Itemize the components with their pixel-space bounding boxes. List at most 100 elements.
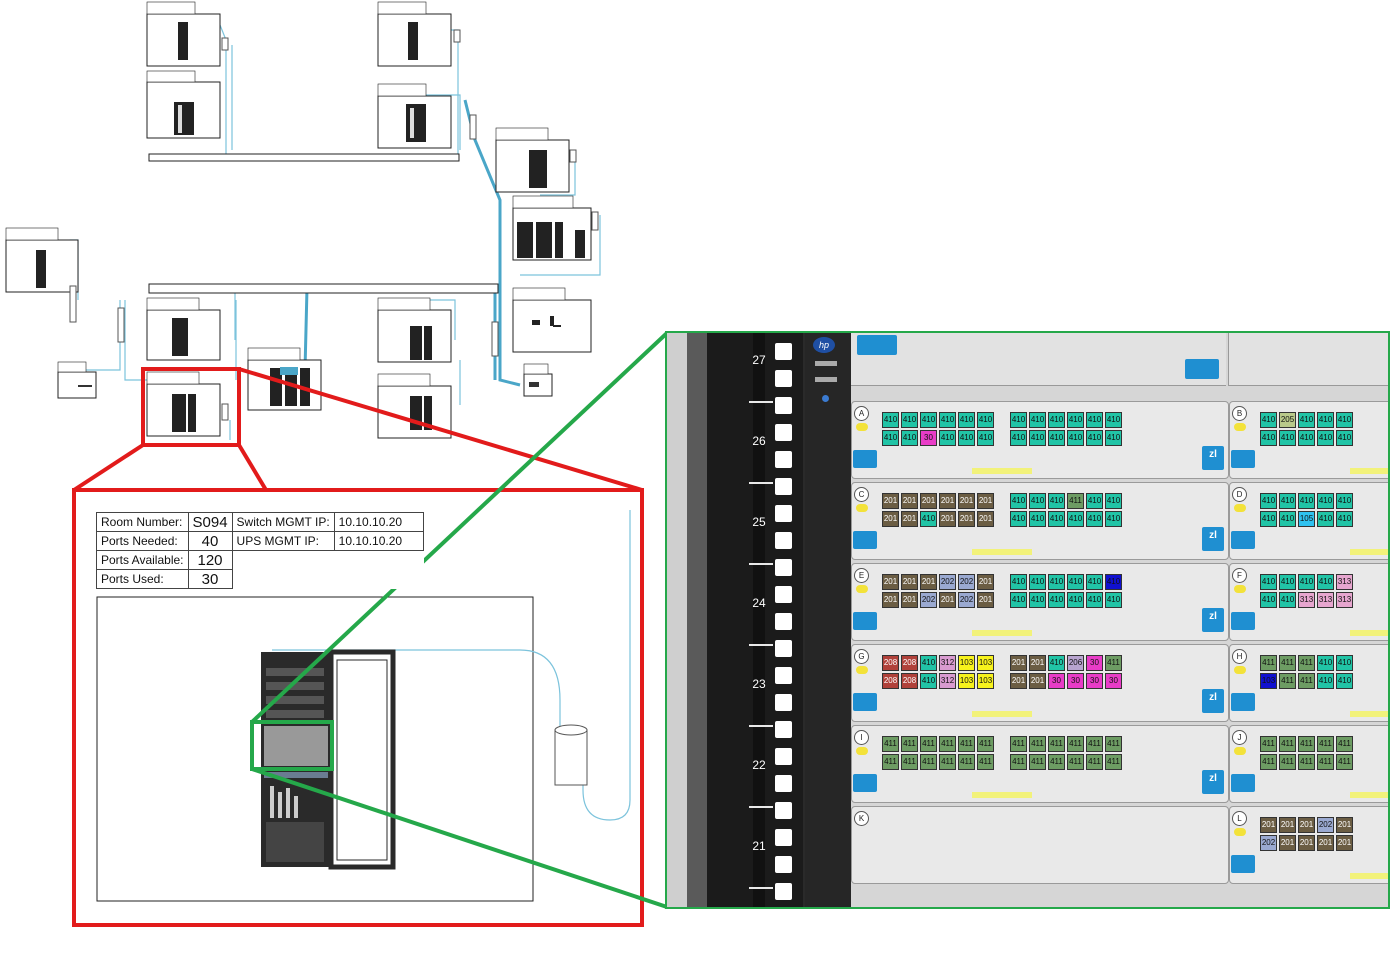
switch-port[interactable]: 410 [1105,574,1122,590]
switch-port[interactable]: 103 [977,655,994,671]
switch-port[interactable]: 410 [1260,412,1277,428]
switch-port[interactable]: 30 [1105,673,1122,689]
switch-port[interactable]: 30 [920,430,937,446]
switch-port[interactable]: 201 [939,592,956,608]
switch-port[interactable]: 410 [1260,592,1277,608]
switch-port[interactable]: 410 [882,412,899,428]
switch-port[interactable]: 201 [882,493,899,509]
switch-port[interactable]: 411 [1067,493,1084,509]
switch-port[interactable]: 202 [1260,835,1277,851]
switch-port[interactable]: 410 [1317,574,1334,590]
switch-port[interactable]: 30 [1086,655,1103,671]
switch-port[interactable]: 410 [1048,493,1065,509]
switch-port[interactable]: 411 [1317,736,1334,752]
switch-port[interactable]: 411 [1260,655,1277,671]
switch-port[interactable]: 410 [1029,574,1046,590]
switch-port[interactable]: 313 [1317,592,1334,608]
switch-port[interactable]: 410 [1086,430,1103,446]
switch-port[interactable]: 202 [958,592,975,608]
switch-port[interactable]: 201 [901,592,918,608]
switch-port[interactable]: 411 [882,736,899,752]
switch-port[interactable]: 411 [1086,736,1103,752]
switch-port[interactable]: 201 [1260,817,1277,833]
switch-port[interactable]: 201 [1029,673,1046,689]
switch-port[interactable]: 201 [977,511,994,527]
switch-port[interactable]: 410 [1336,511,1353,527]
switch-port[interactable]: 410 [1086,412,1103,428]
switch-port[interactable]: 410 [1105,412,1122,428]
switch-port[interactable]: 103 [977,673,994,689]
switch-port[interactable]: 410 [1298,493,1315,509]
switch-port[interactable]: 411 [901,736,918,752]
switch-port[interactable]: 410 [1260,430,1277,446]
switch-port[interactable]: 410 [1067,430,1084,446]
switch-port[interactable]: 410 [1317,655,1334,671]
switch-port[interactable]: 410 [1279,574,1296,590]
switch-port[interactable]: 205 [1279,412,1296,428]
switch-port[interactable]: 410 [920,673,937,689]
switch-port[interactable]: 312 [939,655,956,671]
switch-port[interactable]: 410 [1029,430,1046,446]
switch-port[interactable]: 411 [1067,754,1084,770]
switch-port[interactable]: 411 [977,754,994,770]
switch-port[interactable]: 411 [1298,736,1315,752]
switch-port[interactable]: 411 [958,754,975,770]
switch-port[interactable]: 410 [1317,430,1334,446]
switch-port[interactable]: 202 [1317,817,1334,833]
switch-port[interactable]: 105 [1298,511,1315,527]
switch-port[interactable]: 410 [920,511,937,527]
switch-port[interactable]: 201 [882,511,899,527]
switch-port[interactable]: 410 [1048,655,1065,671]
switch-port[interactable]: 410 [1336,673,1353,689]
switch-port[interactable]: 201 [1298,835,1315,851]
switch-port[interactable]: 201 [882,592,899,608]
switch-port[interactable]: 410 [1298,430,1315,446]
switch-port[interactable]: 410 [1260,511,1277,527]
switch-port[interactable]: 411 [1105,754,1122,770]
switch-port[interactable]: 410 [1067,574,1084,590]
switch-port[interactable]: 410 [1105,511,1122,527]
switch-port[interactable]: 411 [882,754,899,770]
switch-port[interactable]: 410 [920,412,937,428]
switch-port[interactable]: 410 [1010,493,1027,509]
switch-port[interactable]: 411 [939,736,956,752]
switch-port[interactable]: 201 [1336,817,1353,833]
switch-port[interactable]: 410 [977,430,994,446]
switch-port[interactable]: 410 [1336,430,1353,446]
switch-port[interactable]: 410 [1279,493,1296,509]
switch-port[interactable]: 103 [1260,673,1277,689]
switch-port[interactable]: 201 [901,493,918,509]
switch-port[interactable]: 410 [1317,511,1334,527]
switch-port[interactable]: 410 [1048,592,1065,608]
switch-port[interactable]: 410 [977,412,994,428]
switch-port[interactable]: 410 [1317,412,1334,428]
switch-port[interactable]: 411 [1105,736,1122,752]
switch-port[interactable]: 411 [958,736,975,752]
switch-port[interactable]: 201 [1010,655,1027,671]
switch-port[interactable]: 201 [939,493,956,509]
switch-port[interactable]: 410 [1086,493,1103,509]
switch-port[interactable]: 410 [1029,511,1046,527]
switch-port[interactable]: 201 [1010,673,1027,689]
switch-port[interactable]: 410 [1105,493,1122,509]
switch-port[interactable]: 411 [1298,673,1315,689]
switch-port[interactable]: 313 [1336,574,1353,590]
switch-port[interactable]: 411 [1029,736,1046,752]
switch-port[interactable]: 411 [1067,736,1084,752]
switch-port[interactable]: 411 [1298,754,1315,770]
switch-port[interactable]: 410 [1298,412,1315,428]
switch-port[interactable]: 201 [977,574,994,590]
switch-port[interactable]: 201 [958,493,975,509]
switch-port[interactable]: 411 [901,754,918,770]
switch-port[interactable]: 208 [901,655,918,671]
switch-port[interactable]: 410 [1298,574,1315,590]
switch-port[interactable]: 201 [1298,817,1315,833]
switch-port[interactable]: 201 [901,511,918,527]
switch-port[interactable]: 410 [1086,592,1103,608]
switch-port[interactable]: 411 [939,754,956,770]
switch-port[interactable]: 410 [1048,574,1065,590]
switch-port[interactable]: 410 [1048,511,1065,527]
switch-port[interactable]: 410 [958,430,975,446]
switch-port[interactable]: 201 [958,511,975,527]
switch-port[interactable]: 201 [1317,835,1334,851]
